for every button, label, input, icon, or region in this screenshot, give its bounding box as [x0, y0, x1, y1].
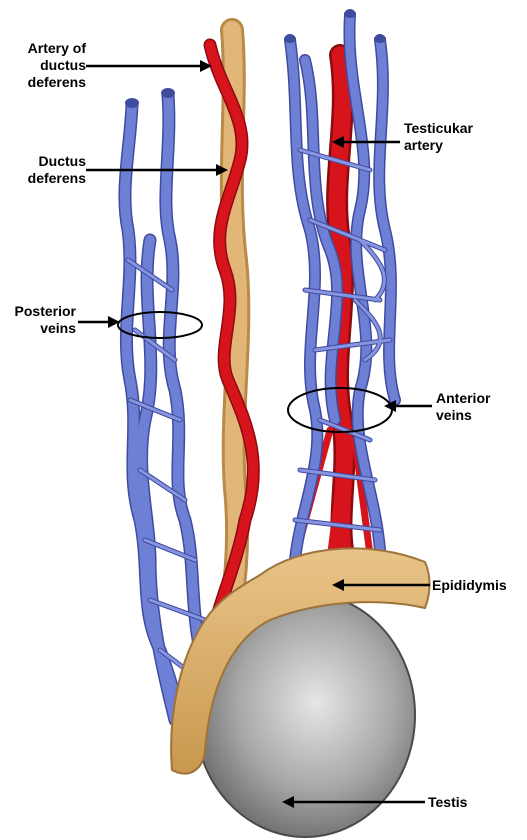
label-ductus-deferens: Ductus deferens [6, 153, 86, 187]
label-testicular-artery: Testicukar artery [404, 120, 514, 154]
arrow-artery-ductus [86, 60, 212, 72]
label-artery-of-ductus-deferens: Artery of ductus deferens [6, 40, 86, 91]
label-anterior-veins: Anterior veins [436, 390, 526, 424]
label-posterior-veins: Posterior veins [0, 303, 76, 337]
label-testis: Testis [428, 794, 518, 811]
arrow-ductus-deferens [86, 164, 228, 176]
arrow-posterior-veins [78, 316, 120, 328]
pampiniform-plexus [284, 10, 395, 560]
label-epididymis: Epididymis [432, 577, 527, 594]
